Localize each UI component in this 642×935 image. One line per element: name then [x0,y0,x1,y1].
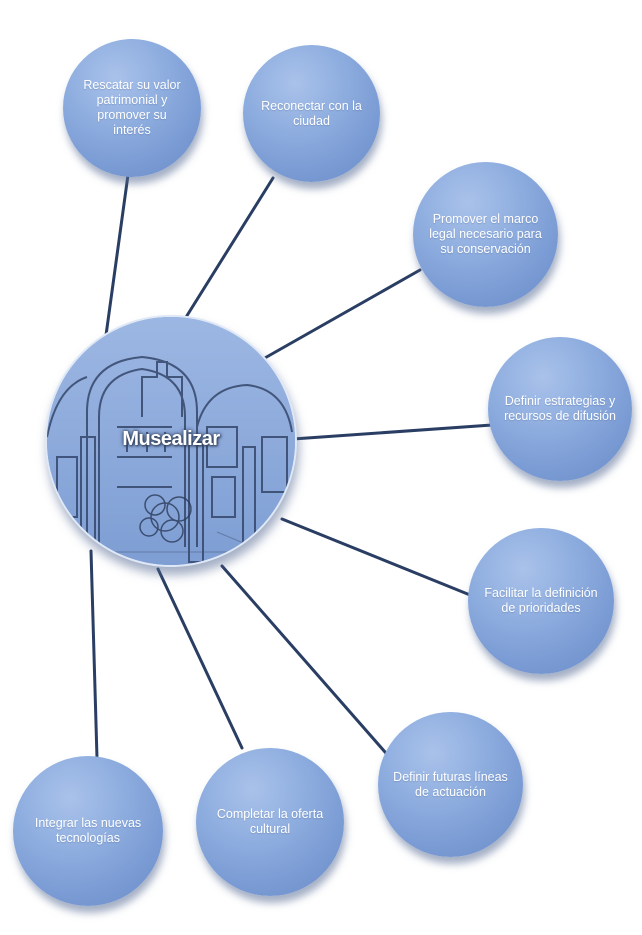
node-label-rescatar: Rescatar su valor patrimonial y promover… [83,78,181,137]
connector-tecnologias [89,549,99,760]
node-rescatar: Rescatar su valor patrimonial y promover… [63,39,201,177]
connector-oferta-cultural [156,567,244,750]
node-marco-legal: Promover el marco legal necesario para s… [413,162,558,307]
node-tecnologias: Integrar las nuevas tecnologías [13,756,163,906]
connector-reconectar [181,176,275,324]
node-label-futuras-lineas: Definir futuras líneas de actuación [393,769,508,799]
node-label-tecnologias: Integrar las nuevas tecnologías [34,816,142,845]
connector-futuras-lineas [220,564,394,762]
node-prioridades: Facilitar la definición de prioridades [468,528,614,674]
node-label-reconectar: Reconectar con la ciudad [261,98,362,128]
node-reconectar: Reconectar con la ciudad [243,45,380,182]
node-futuras-lineas: Definir futuras líneas de actuación [378,712,523,857]
hub-node-musealizar: Musealizar [45,315,297,567]
node-label-prioridades: Facilitar la definición de prioridades [484,586,598,615]
connector-prioridades [280,517,477,599]
node-label-marco-legal: Promover el marco legal necesario para s… [429,212,542,256]
hub-label: Musealizar [122,428,220,450]
node-estrategias: Definir estrategias y recursos de difusi… [488,337,632,481]
node-label-estrategias: Definir estrategias y recursos de difusi… [504,394,616,423]
node-label-oferta-cultural: Completar la oferta cultural [216,807,324,836]
node-oferta-cultural: Completar la oferta cultural [196,748,344,896]
architecture-sketch-image [47,317,295,565]
connector-estrategias [291,423,494,441]
